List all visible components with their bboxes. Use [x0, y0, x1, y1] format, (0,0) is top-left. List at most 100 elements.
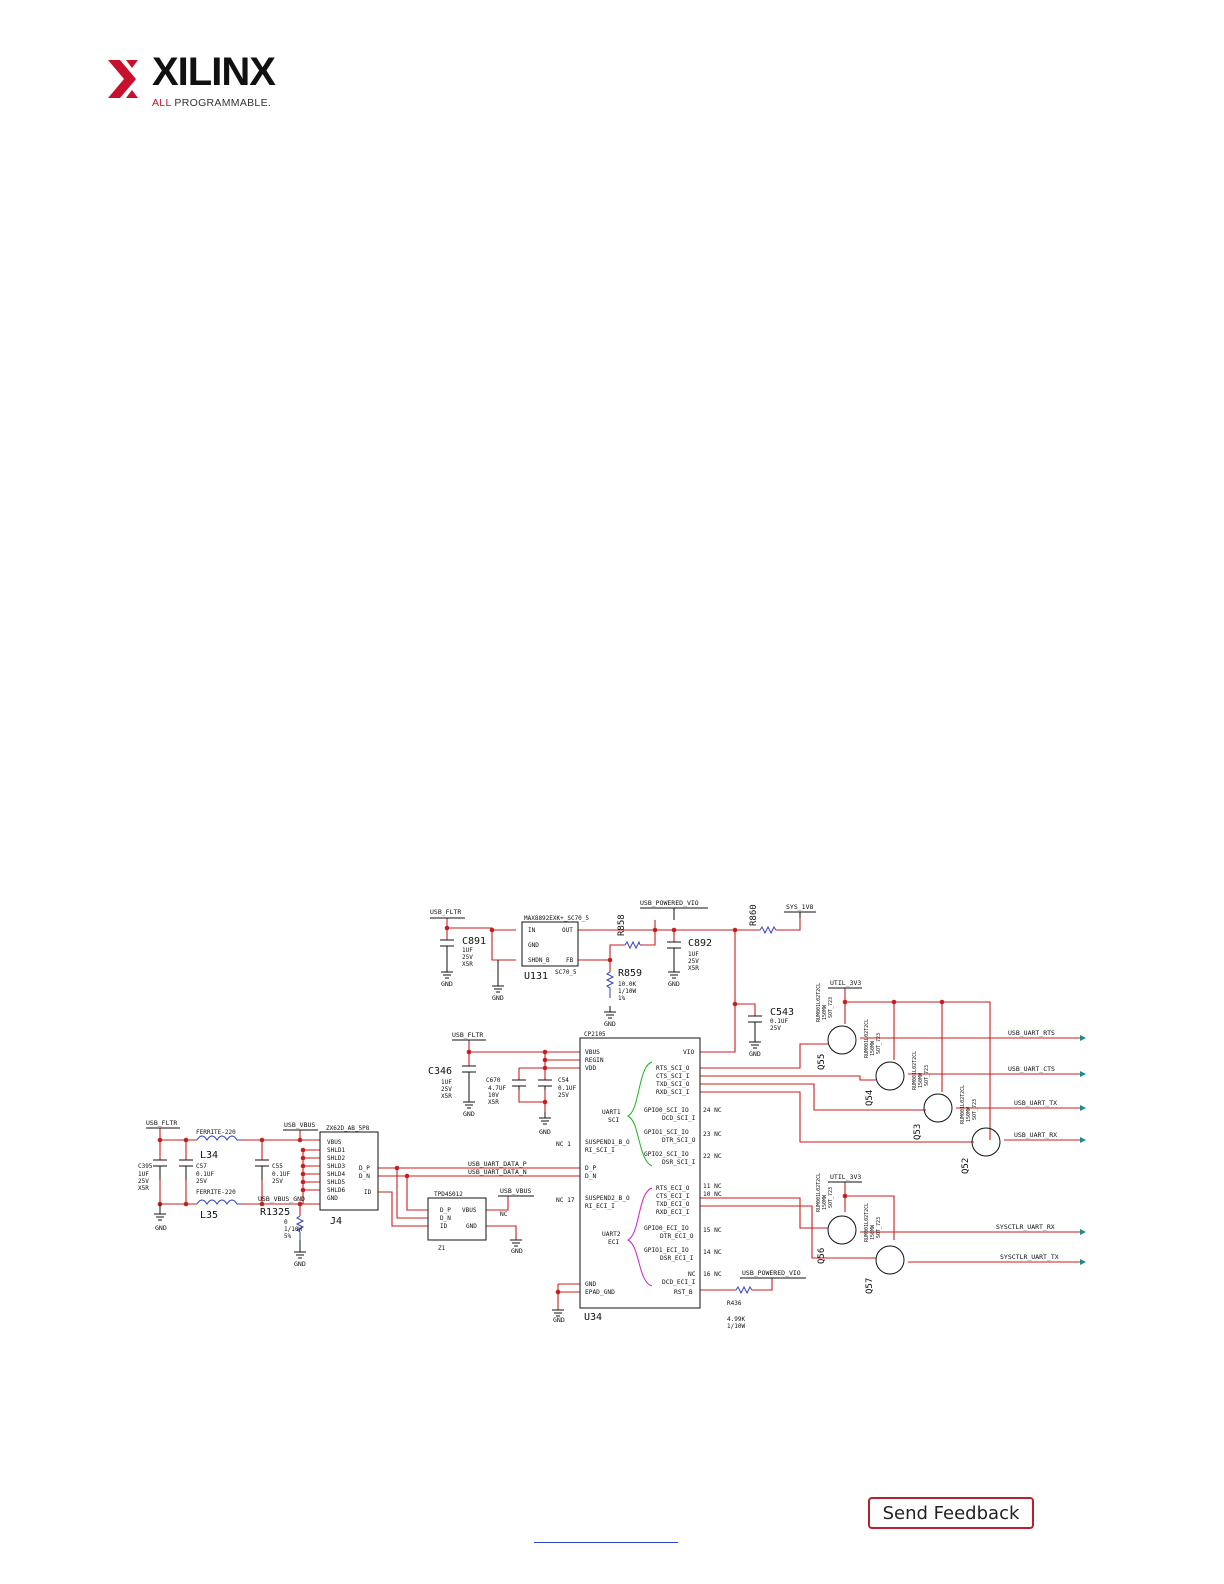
net-util-3v3-b: UTIL_3V3: [830, 1173, 861, 1181]
u34-pin-gpio1-eci: GPIO1_ECI_IO: [644, 1247, 689, 1254]
z1-part: TPD4S012: [434, 1191, 463, 1198]
u34-pin-gpio2-sci: GPIO2_SCI_IO: [644, 1151, 689, 1158]
u34-pin-dsr-sci: DSR_SCI_I: [662, 1159, 696, 1166]
ref-c670: C670: [486, 1077, 501, 1084]
gnd-label: GND: [463, 1110, 475, 1118]
fet-power-label: 150MW: [918, 1072, 924, 1088]
ref-q53: Q53: [913, 1124, 923, 1140]
ferrite-b: FERRITE-220: [196, 1189, 236, 1196]
value-c892: 25V: [688, 958, 699, 965]
gnd-label: GND: [749, 1050, 761, 1058]
net-util-3v3-a: UTIL_3V3: [830, 979, 861, 987]
value-c891: 1UF: [462, 947, 473, 954]
ref-q56: Q56: [817, 1248, 827, 1264]
tagline-rest: PROGRAMMABLE.: [171, 97, 272, 109]
z1-nc: NC: [500, 1211, 508, 1218]
r436-body: [735, 1285, 753, 1295]
ref-u131: U131: [524, 971, 548, 982]
brand-name: XILINX: [152, 50, 276, 94]
nc-15: 15 NC: [703, 1227, 722, 1234]
ref-r1325: R1325: [260, 1207, 290, 1218]
j4-part: ZX62D_AB_5P8: [326, 1125, 370, 1132]
u34-pin-gpio0-sci: GPIO0_SCI_IO: [644, 1107, 689, 1114]
gnd-label: GND: [604, 1020, 616, 1028]
u34-pin-ri-sci: RI_SCI_I: [585, 1147, 615, 1154]
gnd-label: GND: [668, 980, 680, 988]
z1-pin-label: D_N: [440, 1215, 451, 1222]
j4-pin-label: ID: [364, 1189, 372, 1196]
l35-body: [196, 1199, 242, 1205]
footer-link-underline[interactable]: [534, 1528, 678, 1543]
gnd-label: GND: [441, 980, 453, 988]
u34-pin-suspend1: SUSPEND1_B_O: [585, 1139, 630, 1146]
value-c55: 0.1UF: [272, 1171, 290, 1178]
net-usb-vbus: USB_VBUS: [284, 1121, 315, 1129]
z1-pin-label: ID: [440, 1223, 448, 1230]
z1-body: [427, 1197, 487, 1241]
u34-pin-cts-sci: CTS_SCI_I: [656, 1073, 690, 1080]
u34-sci: SCI: [608, 1117, 619, 1124]
net-usb-uart-cts: USB_UART_CTS: [1008, 1065, 1055, 1073]
ref-r858: R858: [617, 914, 627, 936]
xilinx-logo-mark-icon: [108, 60, 138, 98]
fet-power-label: 150MW: [822, 1194, 828, 1210]
u34-pin-txd-eci: TXD_ECI_O: [656, 1201, 690, 1208]
ref-c891: C891: [462, 936, 486, 947]
j4-pin-label: D_P: [359, 1165, 370, 1172]
nc-1: NC 1: [556, 1141, 571, 1148]
z1-pin-label: GND: [466, 1223, 477, 1230]
ref-r860: R860: [749, 904, 759, 926]
u34-pin-dcd-eci: DCD_ECI_I: [662, 1279, 696, 1286]
r860-body: [759, 925, 777, 935]
ref-q54: Q54: [865, 1090, 875, 1106]
u131-pin-label: OUT: [562, 927, 573, 934]
value-c670: 10V: [488, 1092, 499, 1099]
ref-c395: C395: [138, 1163, 153, 1170]
u34-part: CP2105: [584, 1031, 606, 1038]
fet-pkg-label: SOT_723: [876, 1217, 882, 1238]
ref-c346: C346: [428, 1066, 452, 1077]
u131-pkg: SC70_5: [555, 969, 577, 976]
value-c892: 1UF: [688, 951, 699, 958]
value-r436: 1/10W: [727, 1323, 745, 1330]
j4-pin-label: SHLD1: [327, 1147, 345, 1154]
u34-pin-rts-eci: RTS_ECI_O: [656, 1185, 690, 1192]
net-usb-powered-vio-2: USB_POWERED_VIO: [742, 1269, 801, 1277]
value-r859: 1%: [618, 995, 626, 1002]
value-c395: 1UF: [138, 1171, 149, 1178]
value-c395: X5R: [138, 1185, 149, 1192]
net-usb-uart-rx: USB_UART_RX: [1014, 1131, 1057, 1139]
fet-power-label: 150MW: [870, 1040, 876, 1056]
u34-pin-dtr-eci: DTR_ECI_O: [660, 1233, 694, 1240]
j4-body: [319, 1131, 379, 1211]
net-sysctlr-uart-rx: SYSCTLR_UART_RX: [996, 1223, 1055, 1231]
value-c54: 0.1UF: [558, 1085, 576, 1092]
u34-eci: ECI: [608, 1239, 619, 1246]
fet-pkg-label: SOT_723: [876, 1033, 882, 1054]
value-c55: 25V: [272, 1178, 283, 1185]
q55-body: [827, 1025, 857, 1055]
u34-pin-cts-eci: CTS_ECI_I: [656, 1193, 690, 1200]
nc-17: NC 17: [556, 1197, 575, 1204]
value-c346: X5R: [441, 1093, 452, 1100]
u34-pin-epad: EPAD_GND: [585, 1289, 615, 1296]
net-usb-vbus-gnd: USB_VBUS_GND: [258, 1195, 305, 1203]
gnd-label: GND: [155, 1224, 167, 1232]
u34-uart1: UART1: [602, 1109, 621, 1116]
u34-pin-gpio0-eci: GPIO0_ECI_IO: [644, 1225, 689, 1232]
value-c54: 25V: [558, 1092, 569, 1099]
ref-c543: C543: [770, 1007, 794, 1018]
u34-pin-vdd: VDD: [585, 1065, 596, 1072]
fet-power-label: 150MW: [870, 1224, 876, 1240]
u34-pin-vio: VIO: [683, 1049, 694, 1056]
nc-14: 14 NC: [703, 1249, 722, 1256]
ref-u34: U34: [584, 1312, 602, 1323]
gnd-label: GND: [294, 1260, 306, 1268]
u131-part: MAX8892EXK+_SC70_5: [524, 915, 589, 922]
value-r1325: 0: [284, 1219, 288, 1226]
u131-pin-label: GND: [528, 942, 539, 949]
send-feedback-button[interactable]: Send Feedback: [868, 1497, 1034, 1529]
net-usb-fltr-3: USB_FLTR: [146, 1119, 177, 1127]
j4-pin-label: VBUS: [327, 1139, 342, 1146]
